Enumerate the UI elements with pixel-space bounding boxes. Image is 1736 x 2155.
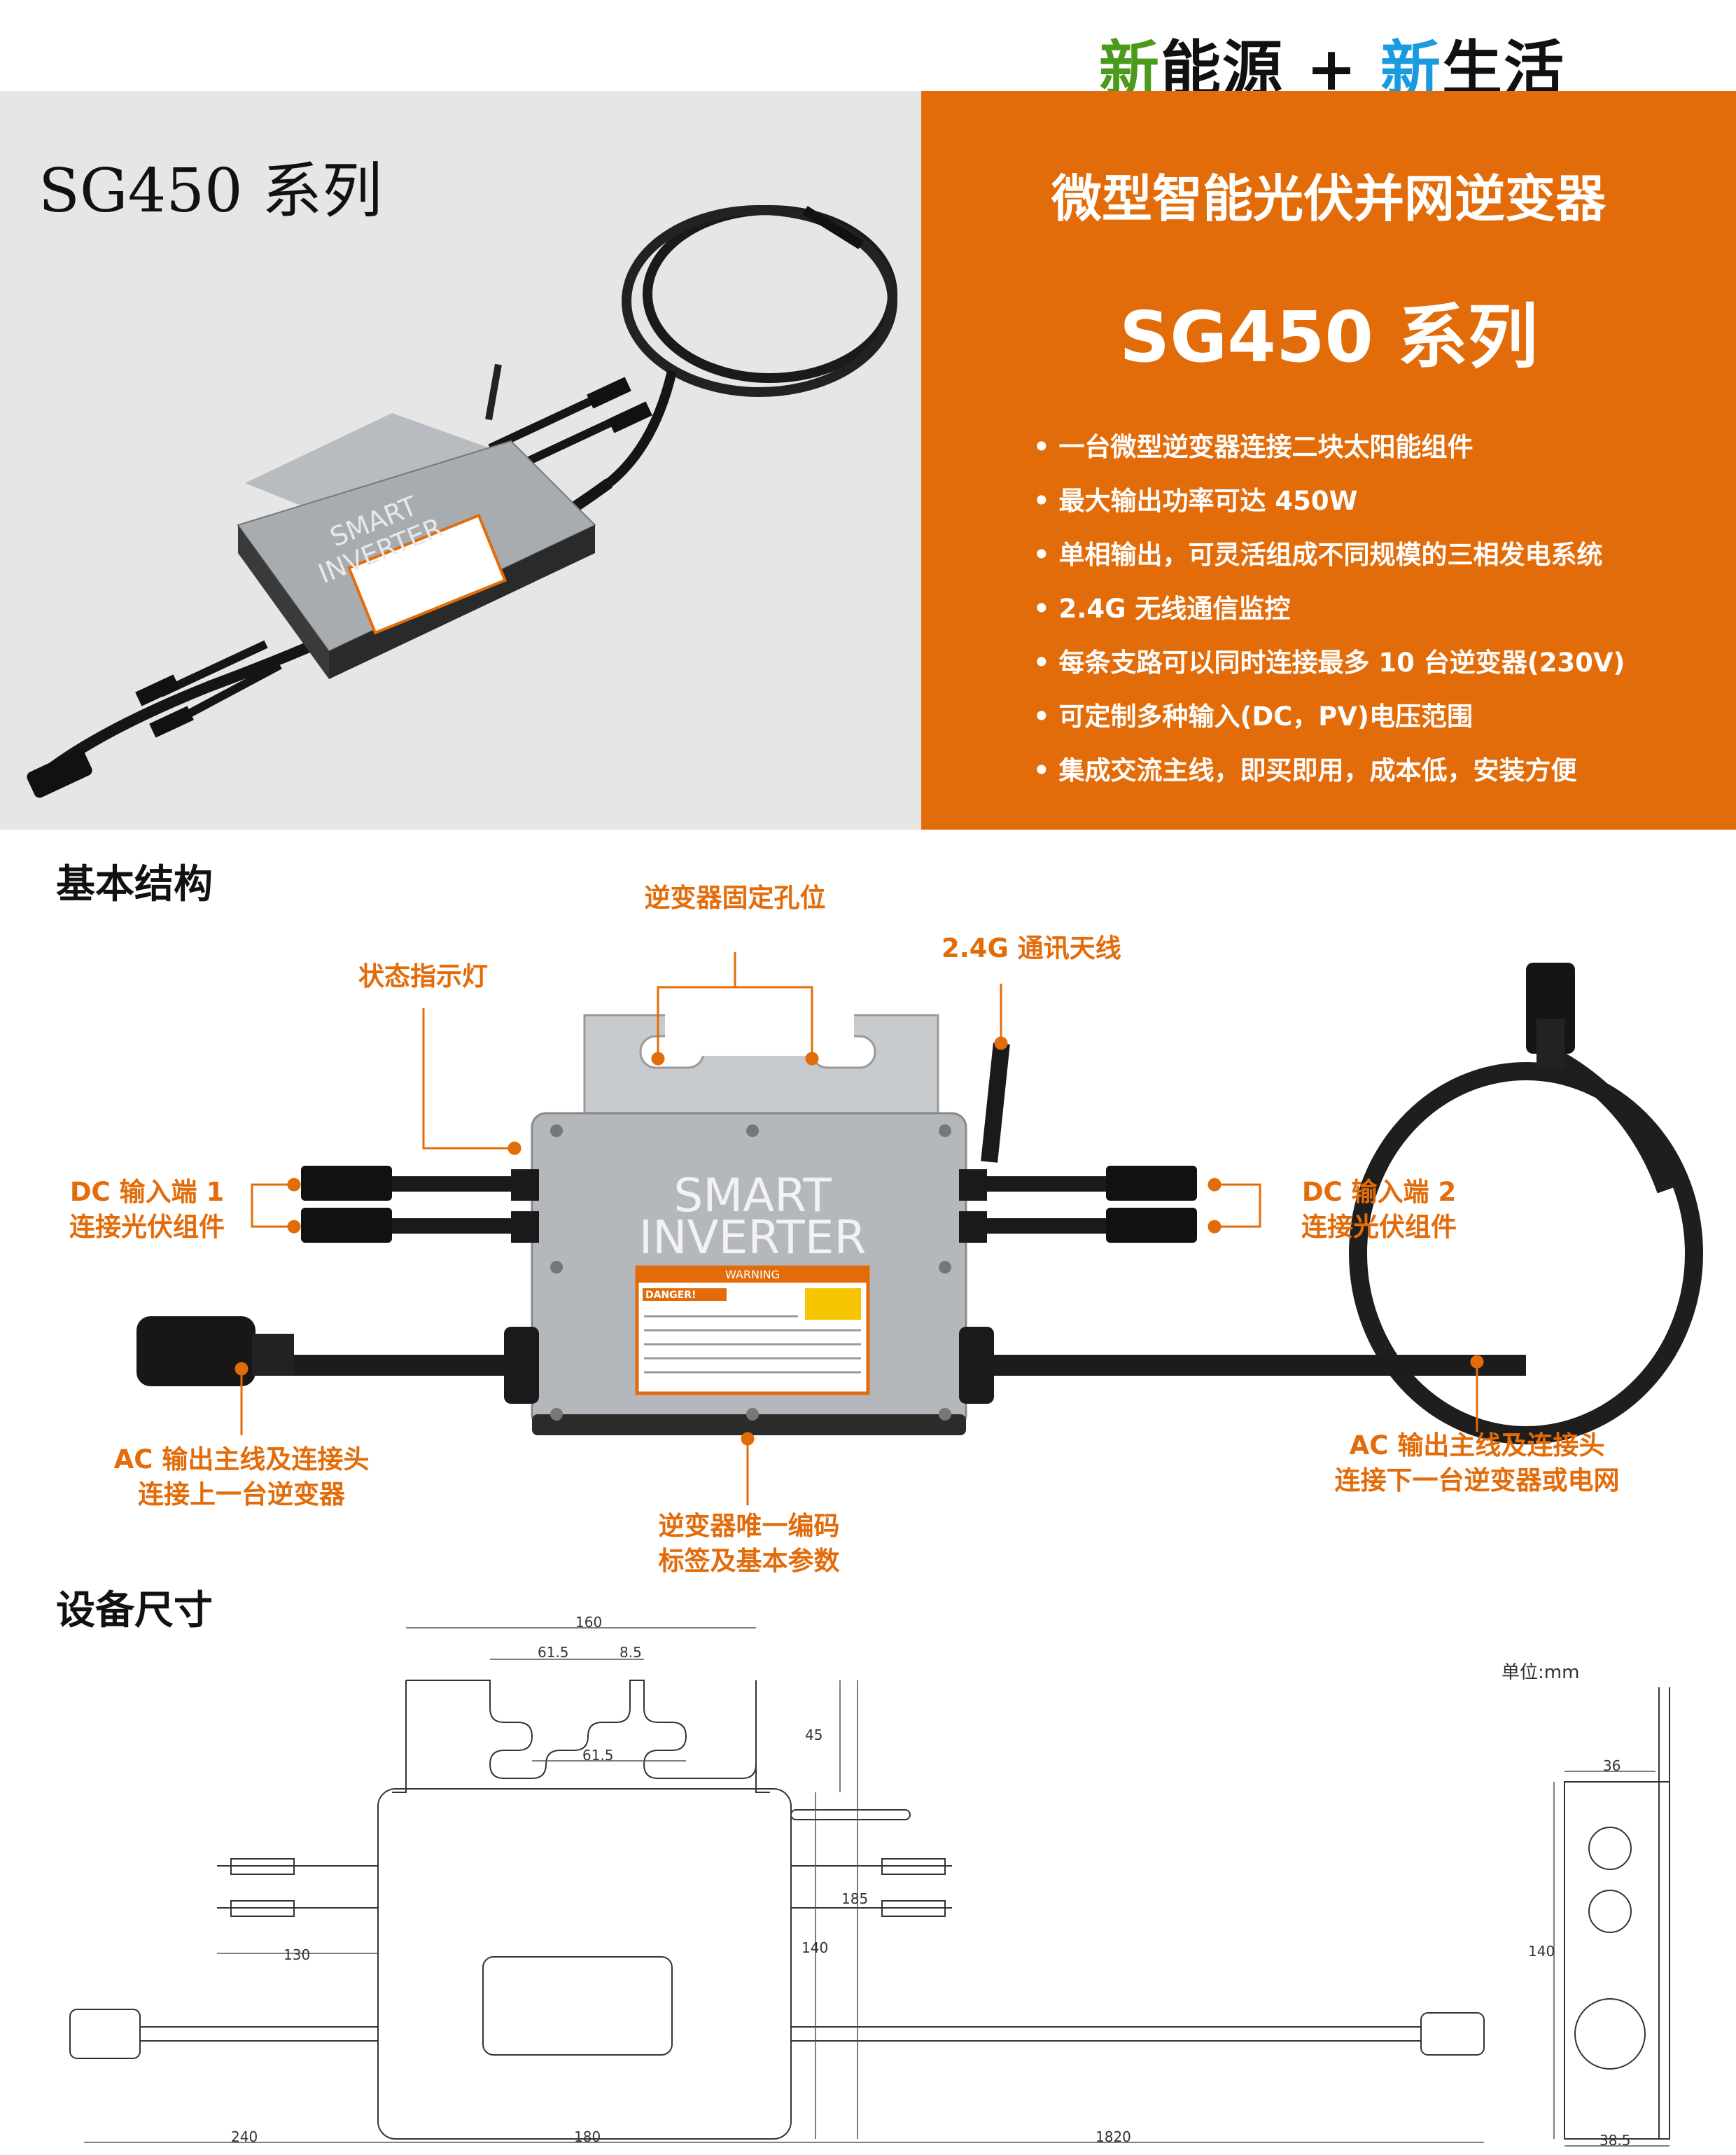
- dim-240: 240: [231, 2128, 258, 2145]
- dim-61-5-top: 61.5: [538, 1644, 569, 1661]
- danger-label: DANGER!: [645, 1290, 696, 1301]
- feature-item: 集成交流主线，即买即用，成本低，安装方便: [1033, 744, 1625, 797]
- dim-1820: 1820: [1096, 2128, 1131, 2145]
- dim-160: 160: [575, 1614, 603, 1631]
- dimensions-title: 设备尺寸: [56, 1588, 213, 1633]
- callout-ac-in: AC 输出主线及连接头 连接上一台逆变器: [84, 1442, 399, 1512]
- hero-info-panel: 微型智能光伏并网逆变器 SG450 系列 一台微型逆变器连接二块太阳能组件 最大…: [921, 91, 1736, 830]
- unit-label: 单位:mm: [1502, 1662, 1580, 1683]
- structure-title: 基本结构: [56, 862, 213, 907]
- dim-8-5: 8.5: [620, 1644, 642, 1661]
- callout-ac-out-line1: AC 输出主线及连接头: [1349, 1430, 1605, 1460]
- callout-dc2-line1: DC 输入端 2: [1301, 1177, 1457, 1207]
- dim-130: 130: [284, 1946, 311, 1963]
- callout-dc1-line1: DC 输入端 1: [69, 1177, 225, 1207]
- callout-code-label: 逆变器唯一编码 标签及基本参数: [616, 1509, 882, 1579]
- dim-185: 185: [841, 1890, 869, 1907]
- dim-38-5: 38.5: [1600, 2132, 1631, 2149]
- callout-ac-in-line2: 连接上一台逆变器: [138, 1479, 345, 1509]
- callout-code-line1: 逆变器唯一编码: [658, 1511, 840, 1541]
- dim-45: 45: [805, 1727, 823, 1743]
- callout-mount-holes: 逆变器固定孔位: [644, 883, 826, 913]
- callout-status-led: 状态指示灯: [358, 961, 488, 991]
- callout-antenna: 2.4G 通讯天线: [941, 933, 1121, 963]
- feature-item: 一台微型逆变器连接二块太阳能组件: [1033, 420, 1625, 474]
- dim-36: 36: [1603, 1757, 1621, 1774]
- dim-180: 180: [574, 2128, 601, 2145]
- dim-61-5-bottom: 61.5: [582, 1747, 614, 1764]
- callout-dc2: DC 输入端 2 连接光伏组件: [1274, 1175, 1484, 1245]
- product-model: SG450 系列: [1119, 296, 1538, 378]
- product-title: 微型智能光伏并网逆变器: [1051, 169, 1606, 228]
- hero-inverter-photo: SMART INVERTER: [27, 205, 897, 798]
- dim-140-front: 140: [802, 1939, 829, 1956]
- callout-ac-out-line2: 连接下一台逆变器或电网: [1334, 1465, 1620, 1495]
- feature-item: 单相输出，可灵活组成不同规模的三相发电系统: [1033, 528, 1625, 582]
- warning-header: WARNING: [725, 1268, 780, 1281]
- feature-item: 2.4G 无线通信监控: [1033, 582, 1625, 636]
- callout-dc2-line2: 连接光伏组件: [1301, 1212, 1457, 1242]
- device-brand-line2: INVERTER: [639, 1211, 867, 1264]
- device-brand-line1: SMART: [673, 1169, 832, 1222]
- callout-dc1: DC 输入端 1 连接光伏组件: [42, 1175, 252, 1245]
- dim-140-side: 140: [1528, 1943, 1555, 1960]
- feature-list: 一台微型逆变器连接二块太阳能组件 最大输出功率可达 450W 单相输出，可灵活组…: [1033, 420, 1625, 797]
- feature-item: 可定制多种输入(DC，PV)电压范围: [1033, 690, 1625, 744]
- feature-item: 最大输出功率可达 450W: [1033, 474, 1625, 528]
- hero-series-label: SG450 系列: [38, 156, 383, 226]
- callout-code-line2: 标签及基本参数: [658, 1546, 840, 1576]
- callout-ac-out: AC 输出主线及连接头 连接下一台逆变器或电网: [1309, 1428, 1645, 1498]
- hero-photo-panel: SG450 系列 SMART INVERTER: [0, 91, 921, 830]
- feature-item: 每条支路可以同时连接最多 10 台逆变器(230V): [1033, 636, 1625, 690]
- callout-ac-in-line1: AC 输出主线及连接头: [113, 1444, 370, 1474]
- callout-dc1-line2: 连接光伏组件: [69, 1212, 225, 1242]
